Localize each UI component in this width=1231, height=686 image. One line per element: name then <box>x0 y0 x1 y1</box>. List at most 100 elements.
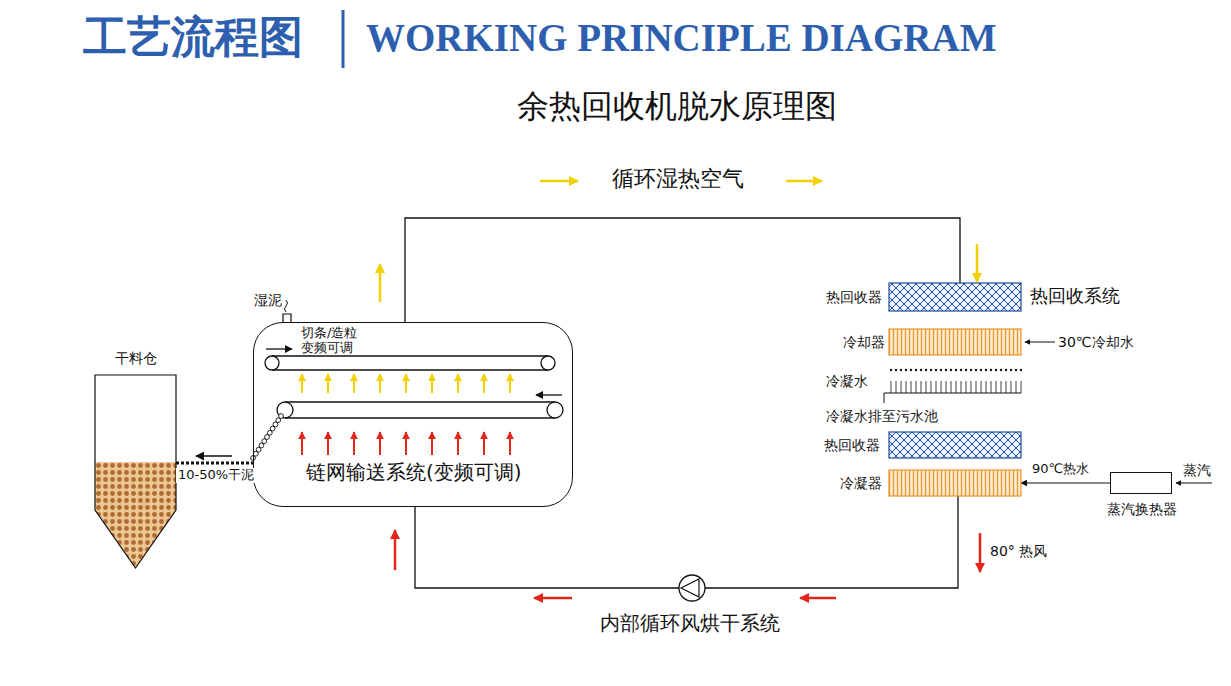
flow-arrow <box>379 264 382 302</box>
droplet <box>910 369 912 371</box>
condensate-tray <box>889 369 1022 393</box>
node-label: 热回收器 <box>824 437 880 453</box>
tray-tick <box>906 381 907 393</box>
tray-tick <box>981 381 982 393</box>
steam-arrow <box>1176 483 1212 484</box>
airflow-arrow <box>405 374 407 393</box>
tray-tick <box>1001 381 1002 393</box>
node-label: 蒸汽换热器 <box>1107 501 1177 517</box>
tray-tick <box>936 381 937 393</box>
silo-outline <box>95 350 176 568</box>
diagram-title: 余热回收机脱水原理图 <box>427 88 927 125</box>
node-label: 热回收器 <box>826 289 882 305</box>
airflow-arrow <box>431 374 433 393</box>
airflow-arrow <box>301 374 303 393</box>
airflow-arrow <box>301 432 303 455</box>
tray-tick <box>916 381 917 393</box>
condenser-unit: 冷凝器 <box>840 470 1021 496</box>
node-label: 切条/造粒 变频可调 <box>301 326 369 356</box>
cooling-water-arrow <box>1025 342 1055 343</box>
connector-label: 90℃热水 <box>1030 462 1091 477</box>
inlet-label: 湿泥 <box>254 292 282 308</box>
header-title: 工艺流程图 <box>83 12 303 63</box>
dryer-chamber: 切条/造粒 变频可调链网输送系统(变频可调) <box>253 322 573 507</box>
airflow-arrow <box>379 374 381 393</box>
fan-symbol <box>679 575 705 601</box>
droplet <box>890 369 892 371</box>
droplet <box>930 369 932 371</box>
flow-arrow <box>196 455 232 457</box>
tray-tick <box>911 381 912 393</box>
droplet <box>970 369 972 371</box>
part-label: 冷凝水 <box>826 373 868 389</box>
droplet <box>920 369 922 371</box>
input-label: 蒸汽 <box>1183 462 1211 478</box>
droplet <box>895 369 897 371</box>
tray-tick <box>896 381 897 393</box>
airflow-arrow <box>457 374 459 393</box>
heat-recovery-unit: 热回收器 热回收系统 <box>826 283 1126 311</box>
input-label: 30℃冷却水 <box>1058 334 1134 350</box>
condenser-unit <box>889 470 1021 496</box>
droplet <box>980 369 982 371</box>
droplet <box>965 369 967 371</box>
silo-body <box>95 375 176 568</box>
heat-recovery-unit <box>889 432 1021 458</box>
tray-tick <box>1016 381 1017 393</box>
airflow-arrow <box>405 432 407 455</box>
airflow-arrow <box>509 432 511 455</box>
droplet <box>900 369 902 371</box>
droplet <box>975 369 977 371</box>
tray-tick <box>971 381 972 393</box>
airflow-arrow <box>431 432 433 455</box>
airflow-arrow <box>483 432 485 455</box>
heat-recovery-unit <box>889 283 1021 311</box>
fan-symbol <box>681 579 699 597</box>
tray-tick <box>951 381 952 393</box>
cooler-unit: 冷却器 <box>843 329 1021 355</box>
node-label: 冷凝器 <box>840 475 882 491</box>
airflow-arrow <box>483 374 485 393</box>
tray-tick <box>921 381 922 393</box>
droplet <box>990 369 992 371</box>
inlet-symbol <box>283 314 291 322</box>
inlet-symbol <box>285 300 288 312</box>
flow-arrow <box>800 597 836 600</box>
airflow-arrows <box>302 374 510 393</box>
tray-tick <box>891 381 892 393</box>
flow-arrow <box>540 180 578 183</box>
airflow-arrows <box>302 432 510 455</box>
connector-label: 内部循环风烘干系统 <box>598 612 782 635</box>
flow-arrow <box>394 530 397 570</box>
discharge-chain <box>251 414 284 461</box>
connector-label: 循环湿热空气 <box>610 166 746 191</box>
heat-exchanger-box: 蒸汽换热器 <box>1110 472 1172 494</box>
droplet <box>950 369 952 371</box>
header-bar <box>342 10 345 68</box>
droplet <box>985 369 987 371</box>
tray-tick <box>976 381 977 393</box>
connector <box>405 218 960 322</box>
tray-tick <box>901 381 902 393</box>
tray-tick <box>996 381 997 393</box>
heat-recovery-unit: 热回收器 <box>824 432 1021 458</box>
airflow-arrow <box>379 432 381 455</box>
node-caption: 热回收系统 <box>1030 286 1120 307</box>
airflow-arrow <box>353 374 355 393</box>
airflow-arrow <box>353 432 355 455</box>
connector <box>176 462 254 465</box>
tray-tick <box>926 381 927 393</box>
tray-tick <box>966 381 967 393</box>
airflow-arrow <box>327 432 329 455</box>
droplet <box>935 369 937 371</box>
belt-direction <box>536 394 562 395</box>
flow-arrow <box>976 244 979 282</box>
droplet <box>1010 369 1012 371</box>
flow-label: 80° 热风 <box>990 543 1047 559</box>
droplet <box>960 369 962 371</box>
tray-tick <box>1011 381 1012 393</box>
droplet <box>1000 369 1002 371</box>
storage-silo: 干料仓 <box>95 350 176 568</box>
tray-tick <box>946 381 947 393</box>
